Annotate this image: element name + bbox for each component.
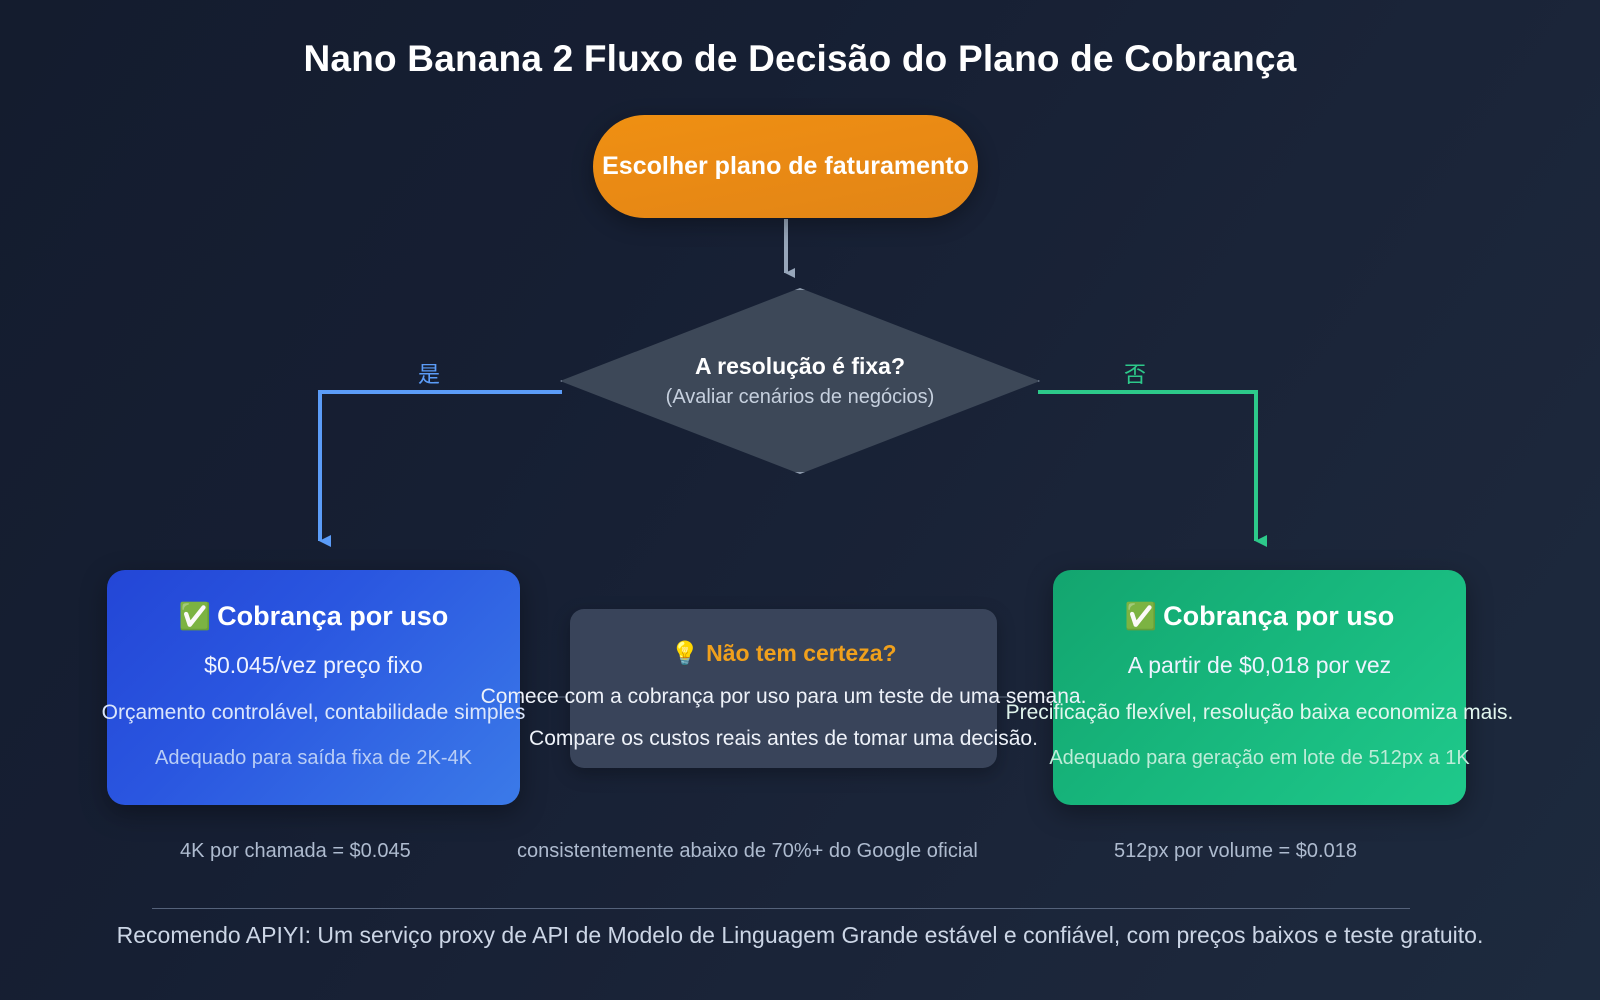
card-content: ✅Cobrança por uso $0.045/vez preço fixo … (34, 601, 594, 770)
decision-node[interactable]: A resolução é fixa? (Avaliar cenários de… (560, 288, 1040, 474)
check-icon: ✅ (178, 601, 212, 631)
tip-line-2: Compare os custos reais antes de tomar u… (529, 727, 1038, 750)
footer-note: Recomendo APIYI: Um serviço proxy de API… (116, 922, 1484, 948)
decision-question: A resolução é fixa? (694, 353, 906, 379)
branch-label-yes: 是 (418, 362, 441, 387)
start-node-label: Escolher plano de faturamento (602, 152, 969, 180)
wire-yes-branch (318, 390, 562, 547)
metric-left: 4K por chamada = $0.045 (180, 840, 411, 862)
footer-divider (152, 908, 1410, 909)
branch-label-no: 否 (1124, 362, 1147, 387)
card-note: Adequado para geração em lote de 512px a… (1049, 746, 1470, 769)
page-title: Nano Banana 2 Fluxo de Decisão do Plano … (303, 38, 1297, 79)
tip-line-1: Comece com a cobrança por uso para um te… (480, 685, 1087, 708)
start-node[interactable]: Escolher plano de faturamento (593, 115, 978, 218)
card-title-row: ✅Cobrança por uso (34, 601, 594, 632)
decision-subtitle: (Avaliar cenários de negócios) (665, 386, 935, 408)
card-description: Precificação flexível, resolução baixa e… (1005, 700, 1514, 724)
metrics-row: 4K por chamada = $0.045 consistentemente… (0, 840, 1600, 874)
tip-box[interactable]: 💡Não tem certeza? Comece com a cobrança … (481, 609, 1086, 768)
card-title-row: ✅Cobrança por uso (980, 601, 1540, 632)
outcome-card-fixed-price[interactable]: ✅Cobrança por uso $0.045/vez preço fixo … (102, 570, 525, 805)
card-price: $0.045/vez preço fixo (204, 651, 423, 678)
tip-heading-row: 💡Não tem certeza? (570, 640, 997, 667)
card-content: ✅Cobrança por uso A partir de $0,018 por… (980, 601, 1540, 770)
outcome-card-usage-based[interactable]: ✅Cobrança por uso A partir de $0,018 por… (1006, 570, 1513, 805)
card-title: Cobrança por uso (1163, 601, 1395, 631)
check-icon: ✅ (1124, 601, 1158, 631)
lightbulb-icon: 💡 (670, 640, 700, 666)
card-description: Orçamento controlável, contabilidade sim… (101, 700, 526, 724)
decision-node-text: A resolução é fixa? (Avaliar cenários de… (560, 288, 1040, 474)
card-price: A partir de $0,018 por vez (1127, 651, 1392, 678)
card-note: Adequado para saída fixa de 2K-4K (155, 746, 472, 769)
metric-right: 512px por volume = $0.018 (1114, 840, 1357, 862)
wire-no-branch (1038, 390, 1267, 547)
card-title: Cobrança por uso (217, 601, 449, 631)
tip-heading: Não tem certeza? (706, 640, 897, 666)
metric-center: consistentemente abaixo de 70%+ do Googl… (517, 840, 978, 862)
